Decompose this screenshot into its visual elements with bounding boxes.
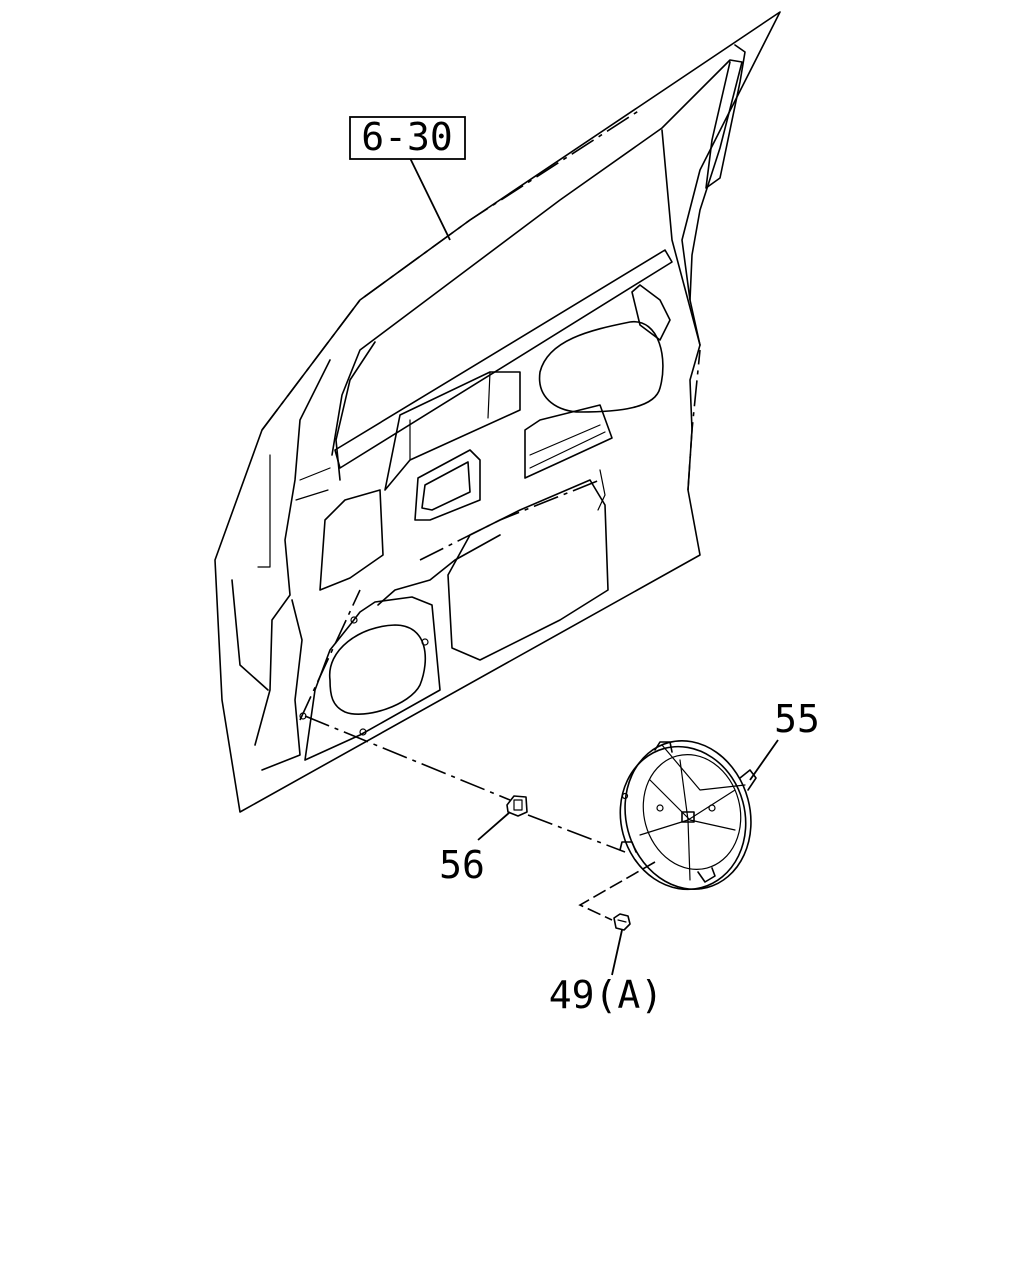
clip-label[interactable]: 56 [439,843,485,887]
ref-box[interactable]: 6-30 [349,115,466,160]
screw-part [613,913,631,931]
door-panel [214,11,781,813]
screw-label[interactable]: 49(A) [549,973,663,1017]
ref-box-label: 6-30 [361,115,453,159]
cover-label[interactable]: 55 [774,697,820,741]
assembly-line-clip [304,715,511,801]
screw-leader [611,929,623,976]
cover-leader [749,739,779,781]
speaker-cover-part [619,739,757,891]
assembly-line-screw [578,861,656,921]
assembly-line-cover [527,814,626,853]
clip-part [506,795,528,817]
ref-leader [409,157,451,241]
clip-leader [477,811,511,841]
